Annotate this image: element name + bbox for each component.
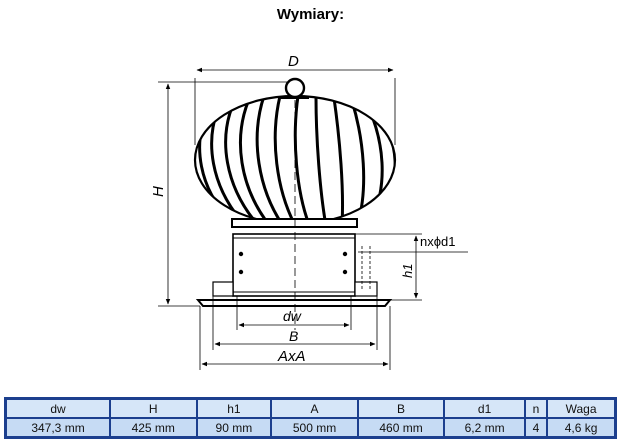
label-H: H [150, 186, 167, 197]
header-cell: dw [6, 399, 111, 418]
dimension-dw [236, 296, 352, 330]
header-cell: Waga [547, 399, 615, 418]
value-cell: 460 mm [357, 418, 445, 437]
specs-table: dw H h1 A B d1 n Waga 347,3 mm 425 mm 90… [4, 397, 617, 439]
label-h1: h1 [400, 264, 415, 278]
dimension-AxA [199, 306, 391, 370]
header-cell: n [524, 399, 548, 418]
table-row: 347,3 mm 425 mm 90 mm 500 mm 460 mm 6,2 … [6, 418, 615, 437]
value-cell: 4,6 kg [547, 418, 615, 437]
dimension-H [158, 81, 290, 307]
header-cell: H [110, 399, 197, 418]
header-cell: d1 [444, 399, 525, 418]
table-header-row: dw H h1 A B d1 n Waga [6, 399, 615, 418]
dimension-hole [358, 246, 468, 290]
label-dw: dw [283, 308, 302, 324]
base-cylinder [195, 233, 393, 307]
header-cell: A [271, 399, 358, 418]
value-cell: 6,2 mm [444, 418, 525, 437]
value-cell: 347,3 mm [6, 418, 111, 437]
dimension-h1 [355, 233, 422, 301]
dimension-B [212, 296, 378, 350]
turbine-dome [193, 77, 397, 228]
value-cell: 425 mm [110, 418, 197, 437]
value-cell: 90 mm [196, 418, 272, 437]
label-B: B [289, 328, 298, 344]
value-cell: 500 mm [271, 418, 358, 437]
label-D: D [288, 53, 299, 70]
header-cell: B [357, 399, 445, 418]
header-cell: h1 [196, 399, 272, 418]
page-title: Wymiary: [276, 6, 345, 23]
value-cell: 4 [524, 418, 548, 437]
ventilator-dimension-drawing: D H h1 nxϕd1 dw B AxA [150, 53, 468, 370]
dimension-D [194, 67, 396, 145]
label-AxA: AxA [277, 348, 306, 365]
label-hole: nxϕd1 [420, 234, 455, 249]
